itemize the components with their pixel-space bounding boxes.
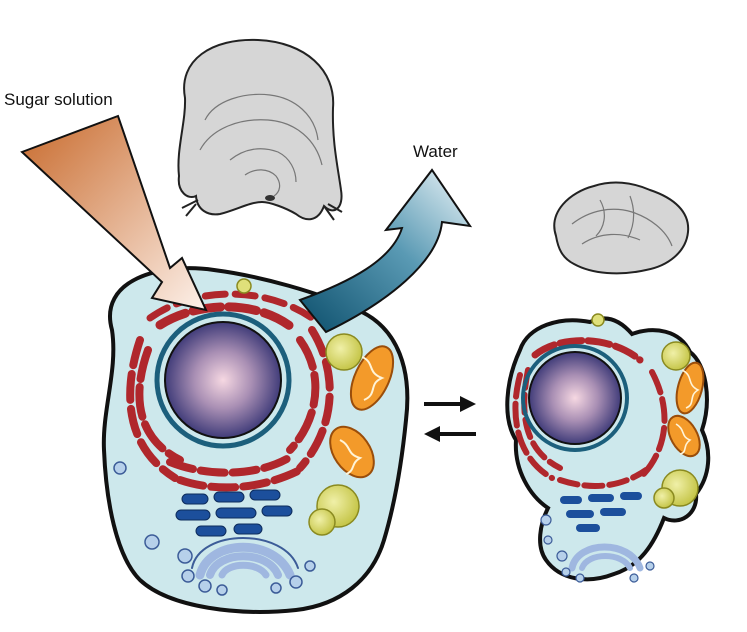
dehydrated-cell xyxy=(505,313,711,583)
tardigrade-tun-icon xyxy=(553,181,690,275)
nucleus xyxy=(154,311,292,449)
vesicles xyxy=(113,461,316,596)
smooth-er xyxy=(175,489,293,537)
mitochondrion-1 xyxy=(349,345,395,411)
water-label: Water xyxy=(413,142,458,161)
hydrated-cell xyxy=(101,266,410,614)
lysosome xyxy=(325,333,363,371)
equilibrium-arrows-icon xyxy=(424,396,476,442)
mitochondrion-2 xyxy=(329,425,375,479)
lysosome xyxy=(236,278,252,294)
golgi-apparatus xyxy=(191,537,299,580)
sugar-solution-label: Sugar solution xyxy=(4,90,113,109)
tardigrade-active-icon xyxy=(177,38,343,221)
water-arrow-icon xyxy=(298,168,473,334)
sugar-arrow-icon xyxy=(20,114,208,312)
rough-er xyxy=(126,290,334,492)
lysosome xyxy=(308,508,336,536)
